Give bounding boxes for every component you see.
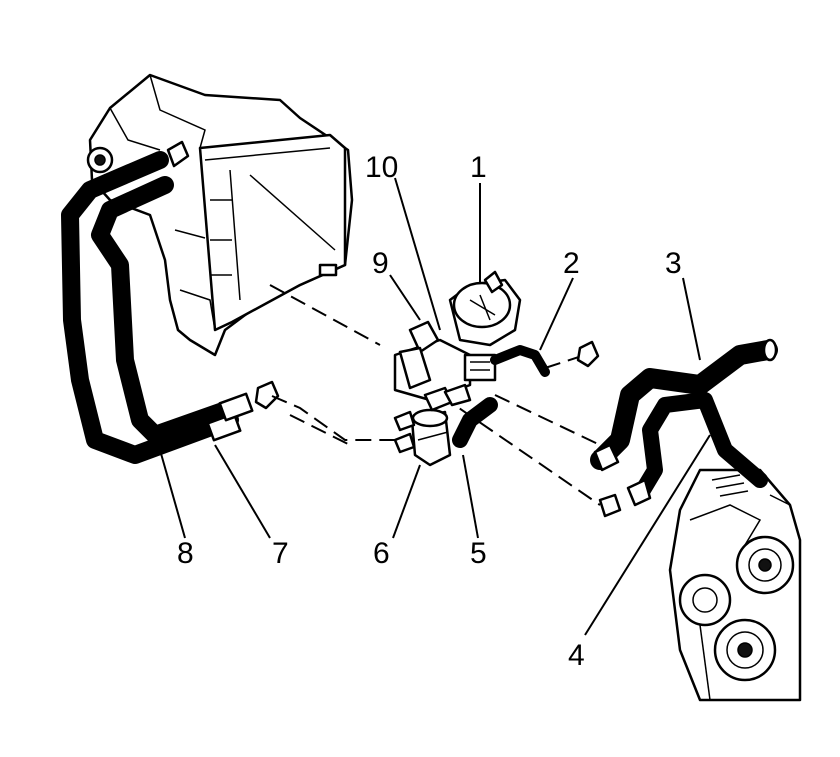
- callout-5: 5: [470, 537, 487, 570]
- callout-1: 1: [470, 151, 487, 184]
- valve-bracket: [398, 320, 440, 390]
- callout-10: 10: [365, 151, 398, 184]
- engine-feed-hose: [632, 392, 768, 503]
- coolant-filter: [410, 408, 452, 467]
- callout-2: 2: [563, 247, 580, 280]
- hose-clip-left: [166, 140, 280, 410]
- callout-3: 3: [665, 247, 682, 280]
- hvac-module-housing: [86, 73, 354, 357]
- vacuum-hose: [490, 340, 600, 377]
- callout-7: 7: [272, 537, 289, 570]
- engine-accessory-drive: [668, 468, 802, 702]
- callout-8: 8: [177, 537, 194, 570]
- heater-outlet-hose: [91, 176, 249, 444]
- heater-inlet-hose: [61, 151, 239, 464]
- callout-9: 9: [372, 247, 389, 280]
- callout-6: 6: [373, 537, 390, 570]
- heater-return-hose: [590, 338, 778, 470]
- callout-4: 4: [568, 639, 585, 672]
- leader-lines: [159, 177, 711, 636]
- connector-hose: [452, 397, 498, 448]
